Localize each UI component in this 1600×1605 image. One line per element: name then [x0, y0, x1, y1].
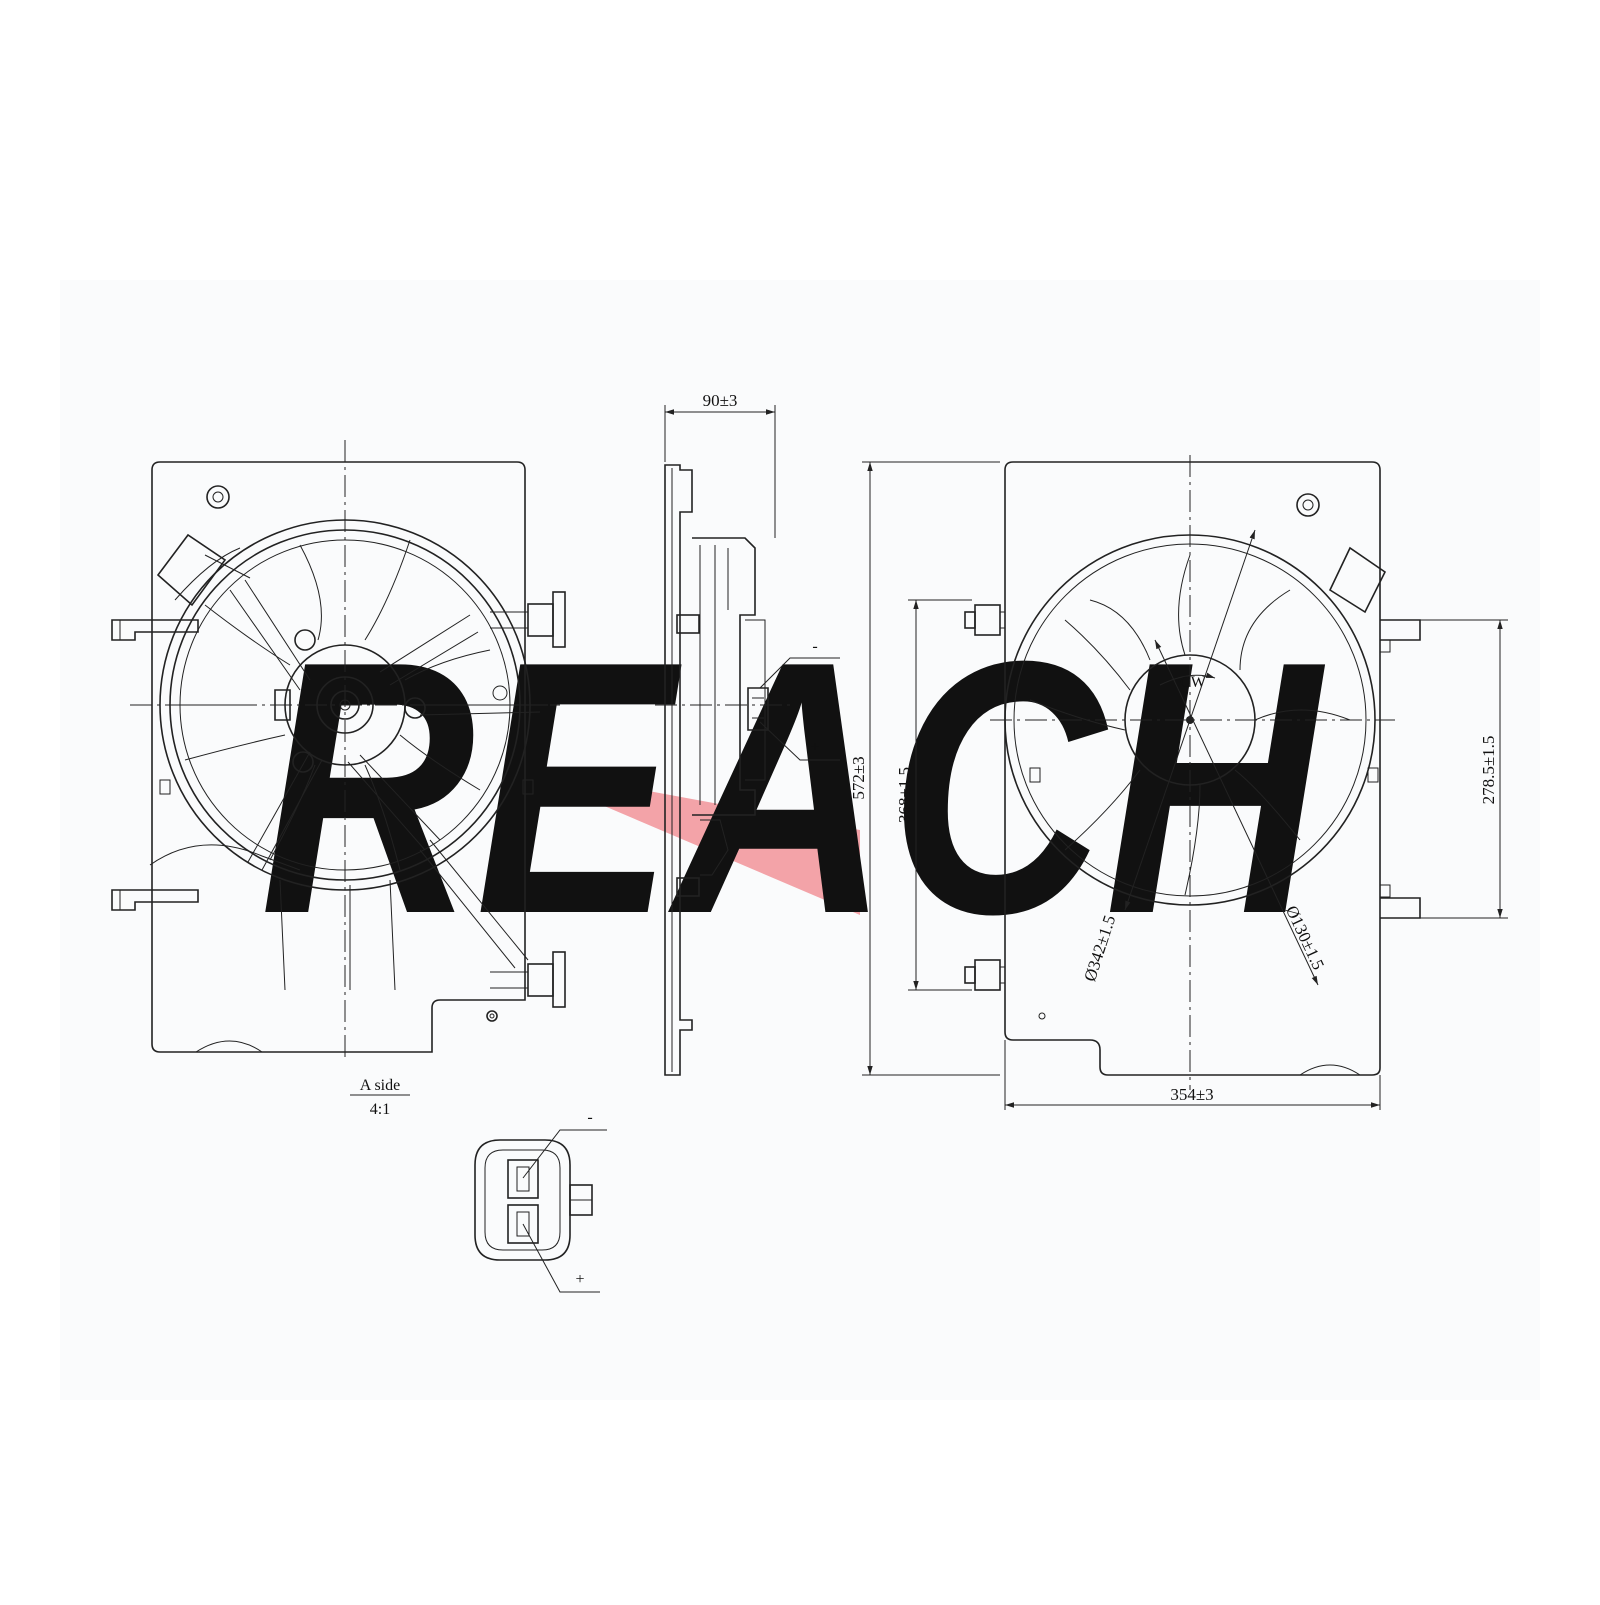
mount-spacing-dimension: 278.5±1.5 — [1479, 736, 1498, 805]
front-view: A side 4:1 — [111, 440, 566, 1118]
view-name-label: A side — [360, 1077, 400, 1094]
side-view: - + 90±3 — [655, 391, 840, 1076]
connector-positive-label: + — [575, 1271, 584, 1288]
watermark: REACH — [260, 587, 1328, 989]
rear-mount-lugs — [964, 604, 1005, 991]
width-dimension: 354±3 — [1170, 1085, 1213, 1104]
depth-dimension: 90±3 — [703, 391, 738, 410]
mount-hole — [206, 485, 230, 509]
side-positive-label: + — [810, 739, 819, 756]
rear-right-tabs — [1029, 546, 1421, 919]
terminal-icon — [507, 1159, 539, 1199]
connector-detail: - + — [474, 1109, 607, 1293]
side-negative-label: - — [812, 638, 817, 655]
mount-height-dimension: 368±1.5 — [895, 767, 914, 823]
connector-icon — [474, 1139, 571, 1261]
view-scale-label: 4:1 — [370, 1101, 390, 1118]
watermark-text: REACH — [260, 587, 1328, 989]
watermark-red-swoosh — [508, 765, 860, 915]
front-mount-tabs — [111, 591, 566, 1008]
front-fan-blades — [184, 539, 491, 991]
height-dimension: 572±3 — [849, 756, 868, 799]
connector-negative-label: - — [587, 1109, 592, 1126]
